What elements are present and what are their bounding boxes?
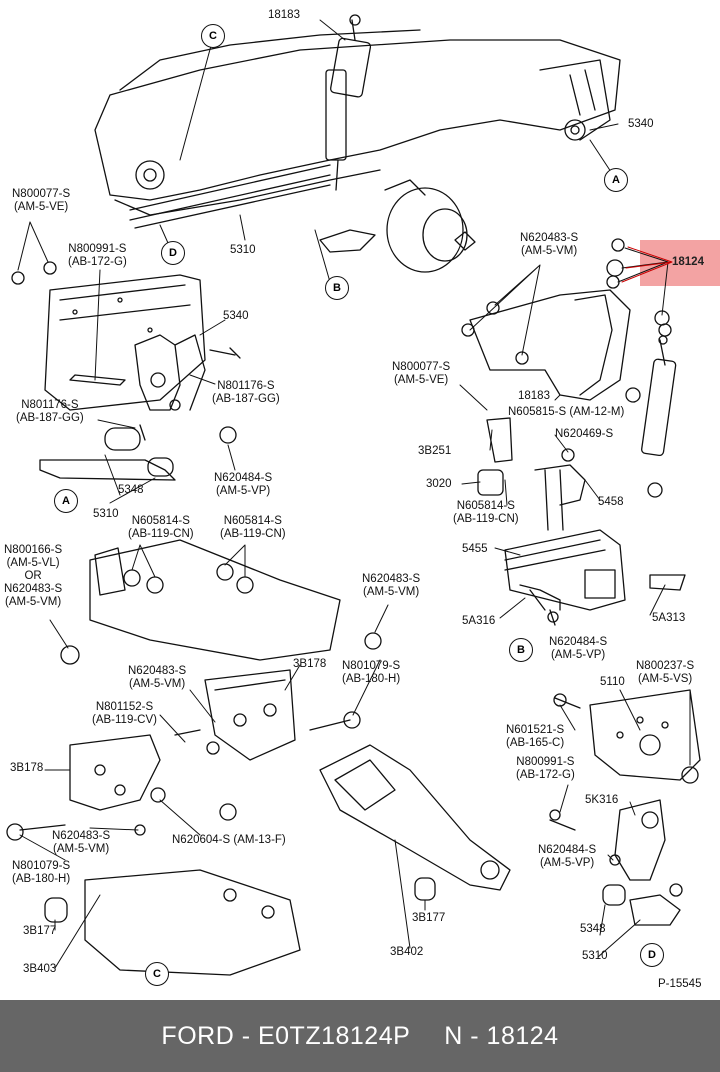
right-shock-mount bbox=[461, 238, 677, 531]
front-frame-assembly bbox=[94, 29, 621, 273]
leaders-lower-left bbox=[19, 544, 389, 969]
part-label: N605815-S (AM-12-M) bbox=[508, 406, 625, 418]
brand-part-number: FORD - E0TZ18124P bbox=[161, 1021, 411, 1050]
part-label: 5310 bbox=[93, 508, 119, 520]
part-label: 5110 bbox=[600, 676, 625, 688]
part-label: N801176-S(AB-187-GG) bbox=[16, 399, 84, 424]
part-label: 5K316 bbox=[585, 794, 619, 806]
part-label: N620483-S(AM-5-VM) bbox=[520, 232, 579, 257]
part-label: N601521-S(AB-165-C) bbox=[506, 724, 565, 749]
part-label: N800991-S(AB-172-G) bbox=[516, 756, 575, 781]
part-number-footer: FORD - E0TZ18124P N - 18124 bbox=[0, 1000, 720, 1072]
callout-circle: B bbox=[325, 276, 349, 300]
part-label: N801176-S(AB-187-GG) bbox=[212, 380, 280, 405]
crossmember-3B402 bbox=[319, 744, 511, 901]
spring-plate-assembly bbox=[504, 529, 686, 626]
part-label: N800077-S(AM-5-VE) bbox=[12, 188, 71, 213]
part-label: N620604-S (AM-13-F) bbox=[172, 834, 286, 846]
drawing-number: P-15545 bbox=[658, 978, 702, 990]
part-label: N801079-S(AB-180-H) bbox=[342, 660, 401, 685]
leaders-lower-center bbox=[394, 839, 426, 949]
part-label: N620483-S(AM-5-VM) bbox=[52, 830, 111, 855]
part-label: 5455 bbox=[462, 543, 488, 555]
callout-circle: D bbox=[640, 943, 664, 967]
part-label: N605814-S(AB-119-CN) bbox=[128, 515, 194, 540]
leaders-lower-right bbox=[559, 689, 691, 958]
shock-18183 bbox=[325, 14, 372, 191]
callout-circle: A bbox=[54, 489, 78, 513]
callout-circle: C bbox=[145, 962, 169, 986]
part-label: 3B177 bbox=[412, 912, 446, 924]
leaders-right bbox=[459, 247, 669, 506]
part-label: N620469-S bbox=[555, 428, 614, 440]
parts-diagram: 18183 5340 5310 N800077-S(AM-5-VE) N8009… bbox=[4, 9, 720, 990]
part-label: 5348 bbox=[580, 923, 606, 935]
highlighted-part-label: 18124 bbox=[672, 256, 704, 268]
part-label: 3B177 bbox=[23, 925, 57, 937]
part-label: N620484-S(AM-5-VP) bbox=[538, 844, 597, 869]
part-label: 3B251 bbox=[418, 445, 452, 457]
part-label: 18183 bbox=[518, 390, 550, 402]
oem-reference: N - 18124 bbox=[444, 1021, 559, 1050]
part-label: 5340 bbox=[223, 310, 249, 322]
part-label: 3B178 bbox=[10, 762, 44, 774]
diagram-drawing bbox=[6, 14, 701, 976]
part-label: 5348 bbox=[118, 484, 144, 496]
highlight-arrows bbox=[621, 246, 673, 283]
part-label: 3B178 bbox=[293, 658, 327, 670]
part-label: 5310 bbox=[582, 950, 608, 962]
callout-circle: C bbox=[201, 24, 225, 48]
part-label: 18183 bbox=[268, 9, 300, 21]
rear-hanger-assembly bbox=[11, 261, 241, 481]
highlight-18124 bbox=[640, 240, 720, 286]
part-label: N620483-S(AM-5-VM) bbox=[128, 665, 187, 690]
part-label: 3B402 bbox=[390, 946, 424, 958]
part-label: N605814-S(AB-119-CN) bbox=[220, 515, 286, 540]
callout-circle: A bbox=[604, 168, 628, 192]
callout-circle: B bbox=[509, 638, 533, 662]
part-label: 5310 bbox=[230, 244, 256, 256]
part-label: 5A316 bbox=[462, 615, 496, 627]
part-label: N801079-S(AB-180-H) bbox=[12, 860, 71, 885]
part-label: 5A313 bbox=[652, 612, 686, 624]
part-label: N800991-S(AB-172-G) bbox=[68, 243, 127, 268]
lower-left-brackets bbox=[6, 539, 382, 976]
part-label: N620484-S(AM-5-VP) bbox=[549, 636, 608, 661]
part-label: 5340 bbox=[628, 118, 654, 130]
part-label: N801152-S(AB-119-CV) bbox=[92, 701, 157, 726]
part-label: N620483-S(AM-5-VM) bbox=[362, 573, 421, 598]
leaders-spring-plate bbox=[494, 547, 666, 619]
callout-circle: D bbox=[161, 241, 185, 265]
part-label: N800077-S(AM-5-VE) bbox=[392, 361, 451, 386]
leaders-left bbox=[17, 221, 236, 504]
part-label: N620484-S(AM-5-VP) bbox=[214, 472, 273, 497]
part-label: N605814-S(AB-119-CN) bbox=[453, 500, 519, 525]
leaders-top bbox=[159, 19, 619, 283]
part-label: 3B403 bbox=[23, 963, 57, 975]
part-label: 3020 bbox=[426, 478, 452, 490]
part-label: N800237-S(AM-5-VS) bbox=[636, 660, 695, 685]
part-label: 5458 bbox=[598, 496, 624, 508]
